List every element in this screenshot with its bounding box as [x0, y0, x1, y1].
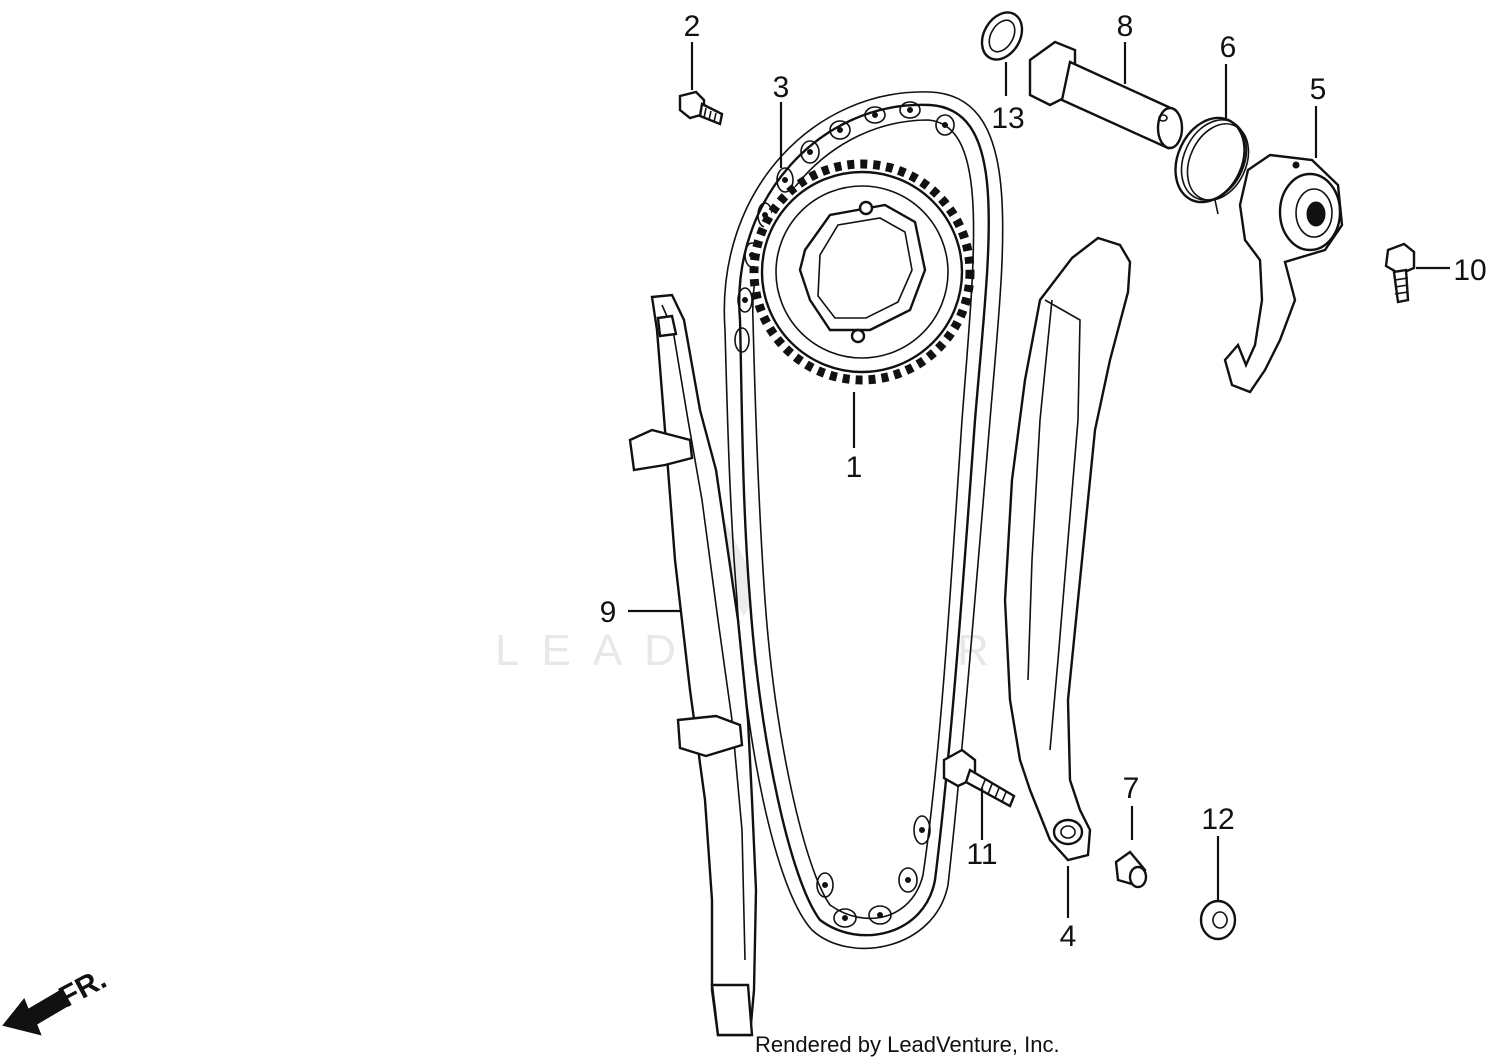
callout-numbers: 2 3 1 4 5 6 7 8 9 10 11 12 13	[600, 10, 1487, 953]
leader-lines	[628, 42, 1450, 918]
part-13-washer[interactable]	[974, 5, 1030, 66]
front-arrow-icon	[2, 988, 72, 1036]
callout-2: 2	[684, 10, 701, 43]
part-10-bolt[interactable]	[1384, 242, 1416, 304]
part-12-washer[interactable]	[1199, 899, 1237, 941]
part-1-cam-sprocket[interactable]	[749, 159, 975, 385]
part-2-bolt[interactable]	[678, 90, 724, 126]
callout-6: 6	[1220, 31, 1237, 64]
callout-5: 5	[1310, 73, 1327, 106]
part-9-chain-guide[interactable]	[628, 293, 758, 1037]
callout-8: 8	[1117, 10, 1134, 43]
front-direction-indicator: FR.	[2, 962, 112, 1036]
part-6-spring[interactable]	[1162, 107, 1260, 215]
callout-3: 3	[773, 71, 790, 104]
part-5-tensioner-roller[interactable]	[1223, 153, 1344, 394]
callout-12: 12	[1201, 803, 1234, 836]
part-7-collar[interactable]	[1114, 850, 1148, 889]
render-credit: Rendered by LeadVenture, Inc.	[755, 1032, 1060, 1057]
callout-1: 1	[846, 451, 863, 484]
callout-11: 11	[966, 838, 997, 871]
callout-13: 13	[991, 102, 1024, 135]
callout-7: 7	[1123, 772, 1140, 805]
callout-10: 10	[1453, 254, 1486, 287]
part-4-tensioner-arm[interactable]	[1003, 236, 1132, 862]
callout-4: 4	[1060, 920, 1077, 953]
part-8-tensioner-shaft[interactable]	[1028, 40, 1184, 150]
callout-9: 9	[600, 596, 617, 629]
part-11-bolt[interactable]	[942, 748, 1016, 808]
